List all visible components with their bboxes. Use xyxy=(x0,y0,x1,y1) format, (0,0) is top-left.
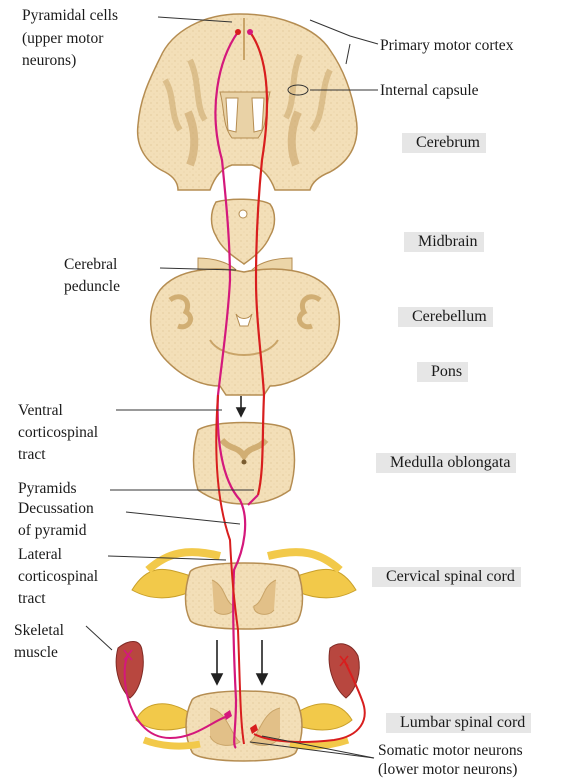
primary-motor-cortex-label: Primary motor cortex xyxy=(380,36,513,55)
cerebral-peduncle-label: Cerebral xyxy=(64,255,117,274)
skeletal-muscle-label: Skeletal xyxy=(14,621,64,640)
midbrain-section xyxy=(198,199,292,272)
internal-capsule-label: Internal capsule xyxy=(380,81,479,100)
medulla-section xyxy=(194,423,295,505)
skeletal-muscle-left xyxy=(116,642,143,699)
region-cerebrum: Cerebrum xyxy=(402,133,486,153)
cerebrum-section xyxy=(138,14,357,190)
skeletal-muscle-right xyxy=(329,644,359,698)
pyramidal-cells-label: Pyramidal cells xyxy=(22,6,118,25)
cerebral-peduncle-label-line2: peduncle xyxy=(64,277,120,296)
decussation-label: Decussation xyxy=(18,499,94,518)
ventral-tract-label-line3: tract xyxy=(18,445,46,464)
somatic-motor-neurons-label: Somatic motor neurons xyxy=(378,741,523,760)
ventral-tract-label-line2: corticospinal xyxy=(18,423,98,442)
ventral-tract-label: Ventral xyxy=(18,401,63,420)
decussation-label-line2: of pyramid xyxy=(18,521,86,540)
pyramids-label: Pyramids xyxy=(18,479,77,498)
pyramidal-cells-label-line2: (upper motor xyxy=(22,29,103,48)
region-medulla-oblongata: Medulla oblongata xyxy=(376,453,516,473)
pyramidal-cells-label-line3: neurons) xyxy=(22,51,76,70)
lateral-tract-label: Lateral xyxy=(18,545,62,564)
region-cerebellum: Cerebellum xyxy=(398,307,493,327)
lateral-tract-label-line2: corticospinal xyxy=(18,567,98,586)
region-midbrain: Midbrain xyxy=(404,232,484,252)
region-pons: Pons xyxy=(417,362,468,382)
lateral-tract-label-line3: tract xyxy=(18,589,46,608)
region-cervical-spinal-cord: Cervical spinal cord xyxy=(372,567,521,587)
region-lumbar-spinal-cord: Lumbar spinal cord xyxy=(386,713,531,733)
skeletal-muscle-label-line2: muscle xyxy=(14,643,58,662)
cerebellum-pons-section xyxy=(151,269,340,395)
cervical-cord-section xyxy=(132,552,356,629)
somatic-motor-neurons-label-line2: (lower motor neurons) xyxy=(378,760,517,779)
